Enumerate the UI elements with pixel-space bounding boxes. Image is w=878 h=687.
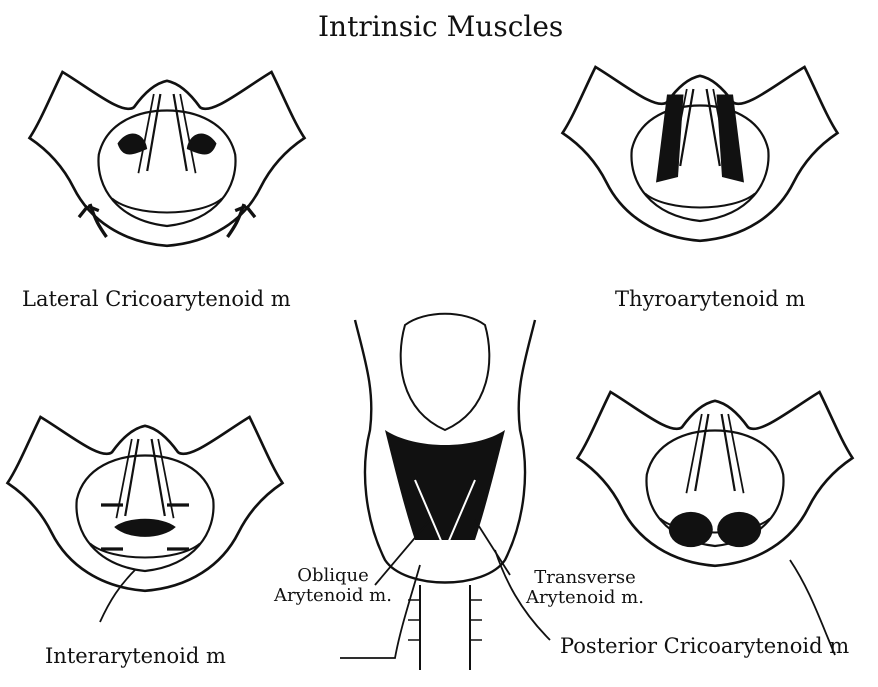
lateral-cricoarytenoid-illustration — [29, 72, 304, 246]
thyroarytenoid-illustration — [563, 67, 838, 241]
label-thyroarytenoid: Thyroarytenoid m — [615, 288, 805, 311]
label-transverse-arytenoid: Transverse Arytenoid m. — [520, 568, 650, 608]
label-transverse-arytenoid-line1: Transverse — [520, 568, 650, 588]
label-transverse-arytenoid-line2: Arytenoid m. — [520, 588, 650, 608]
label-oblique-arytenoid-line2: Arytenoid m. — [268, 586, 398, 606]
label-oblique-arytenoid-line1: Oblique — [268, 566, 398, 586]
label-lateral-cricoarytenoid: Lateral Cricoarytenoid m — [22, 288, 291, 311]
posterior-view-illustration — [355, 314, 535, 670]
posterior-cricoarytenoid-illustration — [578, 392, 853, 566]
label-oblique-arytenoid: Oblique Arytenoid m. — [268, 566, 398, 606]
diagram-title: Intrinsic Muscles — [318, 12, 563, 43]
label-interarytenoid: Interarytenoid m — [45, 645, 226, 668]
interarytenoid-illustration — [7, 417, 282, 591]
label-posterior-cricoarytenoid: Posterior Cricoarytenoid m — [560, 635, 849, 658]
